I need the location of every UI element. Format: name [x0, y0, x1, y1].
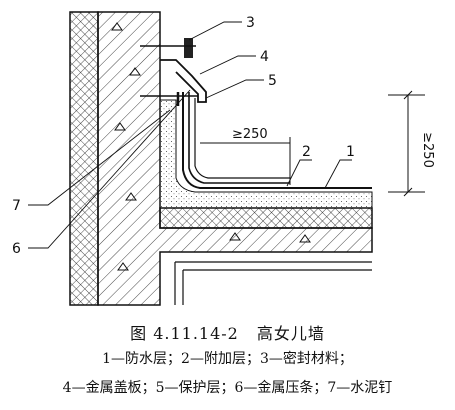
- dim-horizontal-line: [200, 137, 291, 185]
- dim-vertical-label: ≥250: [420, 132, 435, 168]
- figure-number: 图 4.11.14-2: [130, 324, 239, 343]
- parapet-wall-concrete: [97, 11, 373, 306]
- sealant-bead: [184, 38, 193, 58]
- figure-title: 高女儿墙: [256, 324, 325, 343]
- screed-layer: [159, 99, 373, 209]
- figure-caption: 图 4.11.14-2 高女儿墙: [0, 320, 455, 344]
- roof-insulation-layer: [159, 207, 373, 229]
- dim-horizontal-label: ≥250: [232, 127, 268, 142]
- legend-line-1: 1—防水层；2—附加层；3—密封材料；: [102, 351, 353, 367]
- callout-1: 1: [346, 144, 355, 160]
- callout-4: 4: [260, 49, 269, 65]
- callout-6: 6: [12, 241, 21, 257]
- leader-lines: [28, 21, 352, 249]
- outer-insulation-layer: [69, 11, 99, 306]
- legend-line-2: 4—金属盖板；5—保护层；6—金属压条；7—水泥钉: [62, 380, 393, 396]
- ceiling-finish: [174, 261, 372, 305]
- callout-7: 7: [12, 198, 21, 214]
- callout-5: 5: [268, 73, 277, 89]
- protection-layer: [194, 98, 290, 179]
- callout-2: 2: [302, 144, 311, 160]
- aggregate-marks: [111, 22, 311, 271]
- additional-layer: [188, 92, 290, 184]
- metal-cap-flashing: [160, 59, 207, 103]
- callout-3: 3: [246, 15, 255, 31]
- waterproof-membrane: [182, 92, 372, 189]
- dim-vertical-line: [388, 90, 425, 197]
